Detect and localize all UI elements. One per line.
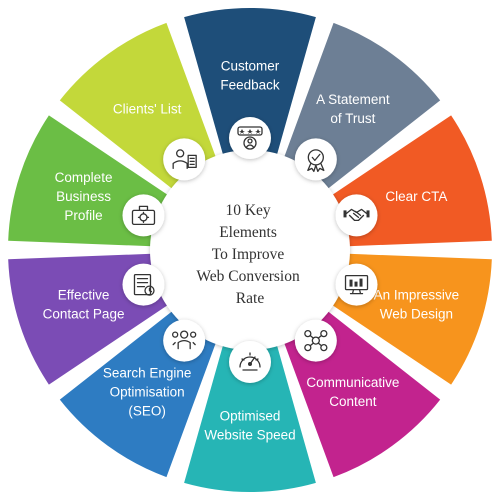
segment-label-line: Complete — [55, 170, 113, 185]
segment-label: Clear CTA — [385, 189, 447, 204]
icon-bubble — [335, 263, 378, 306]
center-title-line: Web Conversion — [196, 268, 300, 285]
center-title-line: 10 Key — [225, 202, 270, 219]
wheel-segment — [184, 7, 316, 159]
segment-label-line: An Impressive — [374, 288, 460, 303]
icon-bubble-circle — [122, 194, 165, 237]
segment-label: A Statement of Trust — [316, 92, 390, 126]
segment-label-line: Content — [329, 394, 377, 409]
wheel-segment — [184, 341, 316, 492]
segment-label-line: (SEO) — [128, 404, 166, 419]
center-title-line: Rate — [236, 290, 265, 307]
rating-user-icon — [237, 126, 263, 150]
segment-label-line: Optimisation — [110, 385, 185, 400]
web-design-monitor-icon — [344, 274, 369, 295]
seo-person-icon — [172, 330, 197, 350]
segment-label-line: A Statement — [316, 92, 390, 107]
icon-bubble — [229, 341, 271, 383]
center-layer: 10 Key Elements To Improve Web Conversio… — [150, 150, 350, 350]
icon-bubble — [163, 138, 206, 181]
icon-bubble — [122, 263, 165, 306]
segment-label-line: Communicative — [306, 375, 399, 390]
trust-badge-icon — [307, 149, 325, 173]
contact-document-icon — [133, 273, 155, 296]
segment-label-line: Web Design — [380, 307, 453, 322]
icon-bubble — [163, 319, 206, 362]
icon-bubble-circle — [229, 117, 271, 159]
segment-label-line: Clear CTA — [385, 189, 447, 204]
segment-label: Clients' List — [113, 101, 182, 116]
segment-label-line: Search Engine — [103, 366, 192, 381]
icon-bubble-circle — [163, 138, 206, 181]
segment-label-line: Feedback — [220, 78, 280, 93]
network-people-icon — [304, 329, 328, 352]
client-list-icon — [172, 149, 197, 170]
icon-bubble-circle — [122, 263, 165, 306]
segment-label-line: Effective — [58, 288, 110, 303]
handshake-icon — [343, 208, 370, 222]
center-title-line: Elements — [219, 224, 277, 241]
center-title-line: To Improve — [212, 246, 285, 263]
icon-bubble-circle — [294, 319, 337, 362]
icon-bubble — [335, 194, 378, 237]
icon-bubbles-layer — [122, 117, 378, 383]
icon-bubble — [294, 319, 337, 362]
speedometer-icon — [239, 352, 261, 371]
icon-bubble — [122, 194, 165, 237]
center-circle — [150, 150, 350, 350]
icon-bubble — [229, 117, 271, 159]
segment-label-line: Website Speed — [204, 428, 295, 443]
segment-label-line: Customer — [221, 59, 280, 74]
segment-label-line: of Trust — [330, 111, 375, 126]
segment-label-line: Contact Page — [43, 307, 125, 322]
segment-label-line: Optimised — [220, 409, 281, 424]
icon-bubble — [294, 138, 337, 181]
center-title: 10 Key Elements To Improve Web Conversio… — [196, 202, 303, 307]
segment-label-line: Business — [56, 189, 111, 204]
segment-label-line: Profile — [64, 208, 102, 223]
segment-label-line: Clients' List — [113, 101, 182, 116]
briefcase-gear-icon — [131, 205, 156, 226]
